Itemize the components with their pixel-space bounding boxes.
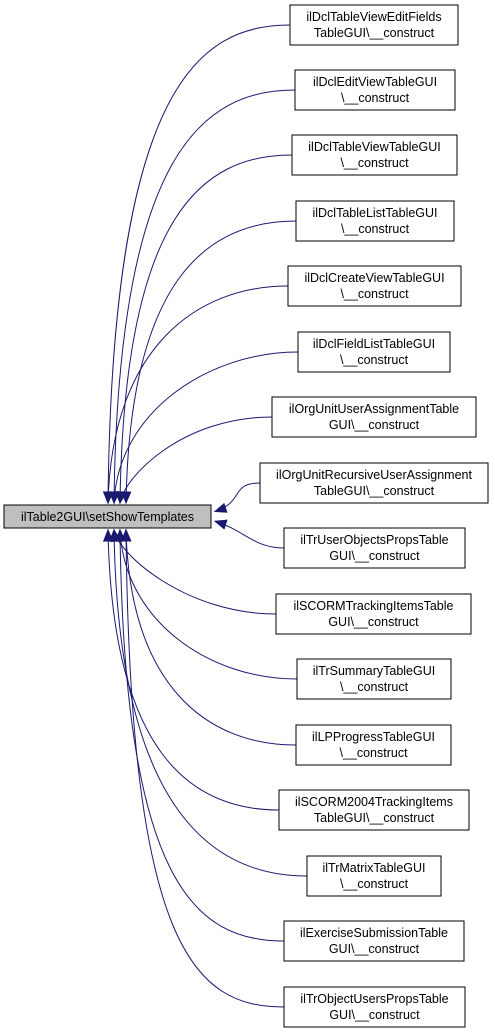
caller-node-label-line1: ilSCORM2004TrackingItems bbox=[295, 795, 453, 809]
caller-node-label-line2: \__construct bbox=[340, 877, 409, 891]
call-edge bbox=[107, 24, 291, 504]
caller-node-box bbox=[271, 396, 477, 438]
caller-node[interactable]: ilTrSummaryTableGUI \__construct bbox=[296, 658, 452, 700]
caller-node-label-line1: ilDclCreateViewTableGUI bbox=[304, 271, 444, 285]
caller-node-box bbox=[289, 4, 459, 46]
caller-node-box bbox=[297, 331, 451, 373]
caller-node[interactable]: ilDclEditViewTableGUI \__construct bbox=[294, 69, 456, 111]
caller-node-box bbox=[295, 200, 455, 242]
caller-node-box bbox=[306, 855, 442, 897]
caller-node-label-line2: GUI\__construct bbox=[329, 942, 420, 956]
caller-node-label-line1: ilDclTableViewTableGUI bbox=[308, 140, 440, 154]
caller-node-label-line1: ilSCORMTrackingItemsTable bbox=[294, 599, 454, 613]
caller-node-label-line1: ilDclEditViewTableGUI bbox=[313, 75, 437, 89]
caller-node[interactable]: ilOrgUnitRecursiveUserAssignmentTableGUI… bbox=[259, 462, 489, 504]
caller-node-label-line2: TableGUI\__construct bbox=[314, 484, 435, 498]
call-edge bbox=[125, 529, 297, 746]
caller-node-box bbox=[283, 920, 465, 962]
caller-node[interactable]: ilTrMatrixTableGUI \__construct bbox=[306, 855, 442, 897]
caller-node[interactable]: ilDclTableViewEditFieldsTableGUI\__const… bbox=[289, 4, 459, 46]
arrowhead bbox=[116, 490, 127, 505]
call-edge bbox=[113, 89, 296, 504]
call-edge bbox=[125, 220, 297, 504]
caller-node[interactable]: ilDclFieldListTableGUI \__construct bbox=[297, 331, 451, 373]
caller-node-label-line2: GUI\__construct bbox=[329, 418, 420, 432]
edges-layer bbox=[102, 24, 308, 1008]
arrowhead bbox=[213, 502, 228, 513]
caller-node-box bbox=[275, 593, 472, 635]
caller-node-box bbox=[283, 986, 466, 1028]
arrowhead bbox=[213, 519, 228, 530]
caller-node[interactable]: ilDclTableViewTableGUI \__construct bbox=[291, 134, 458, 176]
caller-node-label-line1: ilTrObjectUsersPropsTable bbox=[300, 992, 448, 1006]
caller-node[interactable]: ilOrgUnitUserAssignmentTableGUI\__constr… bbox=[271, 396, 477, 438]
caller-node[interactable]: ilDclTableListTableGUI \__construct bbox=[295, 200, 455, 242]
caller-node-box bbox=[283, 527, 466, 569]
caller-node-label-line1: ilDclFieldListTableGUI bbox=[313, 337, 435, 351]
caller-node-label-line2: TableGUI\__construct bbox=[314, 26, 435, 40]
caller-node-box bbox=[278, 789, 470, 831]
caller-node[interactable]: ilSCORM2004TrackingItemsTableGUI\__const… bbox=[278, 789, 470, 831]
caller-node-label-line2: \__construct bbox=[340, 287, 409, 301]
caller-node-box bbox=[294, 69, 456, 111]
caller-node[interactable]: ilDclCreateViewTableGUI \__construct bbox=[287, 265, 462, 307]
caller-node-label-line2: GUI\__construct bbox=[329, 1008, 420, 1022]
call-edge bbox=[119, 154, 293, 504]
caller-node-label-line1: ilTrSummaryTableGUI bbox=[313, 664, 435, 678]
caller-node-label-line2: \__construct bbox=[341, 222, 410, 236]
caller-node-label-line1: ilTrMatrixTableGUI bbox=[322, 861, 425, 875]
call-edge bbox=[113, 529, 277, 615]
caller-node-label-line1: ilOrgUnitRecursiveUserAssignment bbox=[276, 468, 472, 482]
caller-node-label-line1: ilLPProgressTableGUI bbox=[312, 730, 435, 744]
caller-node-label-line1: ilTrUserObjectsPropsTable bbox=[300, 533, 448, 547]
call-edge bbox=[119, 416, 273, 504]
caller-node-box bbox=[259, 462, 489, 504]
caller-node[interactable]: ilLPProgressTableGUI \__construct bbox=[295, 724, 452, 766]
caller-node-label-line2: GUI\__construct bbox=[329, 549, 420, 563]
caller-node-label-line2: \__construct bbox=[340, 680, 409, 694]
caller-node-label-line2: \__construct bbox=[340, 156, 409, 170]
caller-node-box bbox=[295, 724, 452, 766]
call-edge bbox=[107, 529, 280, 811]
arrowhead bbox=[109, 491, 120, 505]
root-node-label: ilTable2GUI\setShowTemplates bbox=[21, 510, 194, 524]
root-node-box bbox=[3, 504, 212, 529]
caller-node-label-line1: ilDclTableListTableGUI bbox=[312, 206, 437, 220]
call-edge bbox=[119, 529, 285, 942]
caller-node-label-line2: \__construct bbox=[340, 353, 409, 367]
call-edge bbox=[119, 529, 298, 680]
caller-node-box bbox=[287, 265, 462, 307]
call-edge bbox=[113, 529, 308, 877]
call-edge bbox=[107, 285, 289, 504]
caller-node-label-line1: ilOrgUnitUserAssignmentTable bbox=[289, 402, 459, 416]
call-edge bbox=[113, 351, 299, 504]
root-node[interactable]: ilTable2GUI\setShowTemplates bbox=[3, 504, 212, 529]
caller-node-label-line2: \__construct bbox=[341, 91, 410, 105]
caller-node-label-line1: ilDclTableViewEditFields bbox=[306, 10, 441, 24]
call-edge bbox=[125, 529, 285, 1008]
caller-node-label-line2: \__construct bbox=[339, 746, 408, 760]
caller-node-label-line1: ilExerciseSubmissionTable bbox=[300, 926, 448, 940]
caller-node-label-line2: GUI\__construct bbox=[328, 615, 419, 629]
arrowhead bbox=[120, 528, 132, 542]
caller-node-label-line2: TableGUI\__construct bbox=[314, 811, 435, 825]
caller-node-box bbox=[296, 658, 452, 700]
caller-nodes-layer: ilDclTableViewEditFieldsTableGUI\__const… bbox=[259, 4, 489, 1028]
caller-node-box bbox=[291, 134, 458, 176]
